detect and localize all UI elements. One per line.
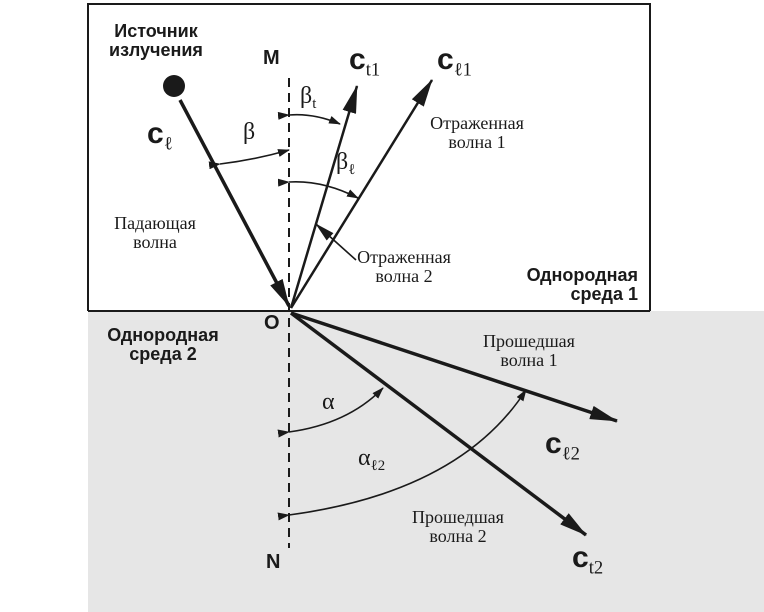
- medium-2-label: Однородная среда 2: [102, 326, 224, 364]
- incident-vector-letter: c: [147, 117, 164, 150]
- reflected-l-vector-sub: ℓ1: [454, 60, 472, 81]
- point-m-label: M: [263, 47, 280, 69]
- radiation-source-dot: [163, 75, 185, 97]
- source-label-line-1: Источник: [114, 21, 198, 41]
- angle-alpha-label: α: [322, 389, 335, 415]
- reflected-t-vector-letter: c: [349, 43, 366, 76]
- angle-arc-beta-l: [277, 178, 359, 199]
- incident-wave-label: Падающая волна: [100, 214, 210, 252]
- angle-alpha-l2-sub-1: ℓ: [370, 458, 378, 475]
- medium-1-label-line-1: Однородная: [526, 265, 638, 285]
- transmitted-wave-2-label: Прошедшая волна 2: [384, 508, 532, 546]
- reflected-wave-2-label-line-2: волна 2: [375, 265, 433, 286]
- medium-2-label-line-1: Однородная: [107, 325, 219, 345]
- reflected-wave-2-pointer: [315, 223, 357, 261]
- transmitted-wave-2-label-line-2: волна 2: [429, 525, 487, 546]
- medium-1-label: Однородная среда 1: [488, 266, 638, 304]
- angle-beta-l-label: βℓ: [336, 149, 356, 179]
- transmitted-wave-1-ray: [290, 311, 618, 423]
- angle-arc-beta-t: [277, 111, 341, 125]
- reflected-wave-1-label-line-2: волна 1: [448, 131, 506, 152]
- angle-beta-l-symbol: β: [336, 149, 349, 175]
- point-n-label: N: [266, 551, 281, 573]
- angle-alpha-l2-label: αℓ2: [358, 445, 386, 474]
- transmitted-wave-1-label-line-2: волна 1: [500, 349, 558, 370]
- transmitted-t-vector-letter: c: [572, 541, 589, 574]
- reflected-l-vector-letter: c: [437, 43, 454, 76]
- angle-beta-t-symbol: β: [300, 83, 313, 109]
- reflected-wave-1-ray: [289, 79, 434, 309]
- angle-alpha-l2-sub: ℓ2: [371, 458, 386, 474]
- medium-1-label-line-2: среда 1: [570, 283, 638, 304]
- reflected-wave-1-label-line-1: Отраженная: [430, 113, 524, 133]
- angle-alpha-l2-symbol: α: [358, 445, 371, 471]
- transmitted-t-vector-sub-2: 2: [593, 557, 604, 579]
- reflected-l-vector-label: cℓ1: [437, 43, 472, 80]
- angle-beta-t-sub: t: [312, 96, 317, 113]
- transmitted-t-vector-label: ct2: [572, 541, 603, 578]
- point-o-label: O: [264, 312, 280, 334]
- transmitted-wave-1-label-line-1: Прошедшая: [483, 331, 575, 351]
- incident-wave-label-line-2: волна: [133, 231, 177, 252]
- source-label-line-2: излучения: [109, 39, 203, 60]
- incident-vector-sub: ℓ: [163, 133, 173, 155]
- reflected-t-vector-sub: t1: [366, 60, 380, 81]
- angle-alpha-l2-sub-2: 2: [377, 458, 386, 475]
- angle-beta-label: β: [243, 119, 256, 145]
- medium-2-label-line-2: среда 2: [129, 343, 197, 364]
- reflected-l-vector-sub-1: ℓ: [453, 59, 463, 81]
- angle-beta-l-sub: ℓ: [348, 162, 356, 179]
- reflected-l-vector-sub-2: 1: [462, 59, 472, 81]
- angle-arc-alpha-l2: [277, 389, 527, 521]
- reflected-wave-1-label: Отраженная волна 1: [398, 114, 556, 152]
- source-label: Источник излучения: [100, 22, 212, 60]
- angle-beta-t-label: βt: [300, 83, 317, 113]
- reflected-t-vector-sub-1: t: [365, 59, 371, 81]
- transmitted-wave-2-label-line-1: Прошедшая: [412, 507, 504, 527]
- transmitted-l-vector-letter: c: [545, 427, 562, 460]
- incident-vector-label: cℓ: [147, 117, 173, 154]
- transmitted-l-vector-sub-1: ℓ: [561, 443, 571, 465]
- angle-arc-beta: [208, 149, 290, 170]
- transmitted-wave-1-label: Прошедшая волна 1: [466, 332, 592, 370]
- reflected-wave-2-label-line-1: Отраженная: [357, 247, 451, 267]
- reflected-t-vector-sub-2: 1: [370, 59, 381, 81]
- medium-1-frame: [87, 3, 651, 311]
- transmitted-l-vector-sub-2: 2: [570, 443, 580, 465]
- transmitted-l-vector-label: cℓ2: [545, 427, 580, 464]
- incident-wave-ray: [178, 99, 291, 307]
- transmitted-t-vector-sub-1: t: [588, 557, 594, 579]
- incident-wave-label-line-1: Падающая: [114, 213, 196, 233]
- transmitted-l-vector-sub: ℓ2: [562, 444, 580, 465]
- transmitted-t-vector-sub: t2: [589, 558, 603, 579]
- reflected-wave-2-label: Отраженная волна 2: [334, 248, 474, 286]
- reflected-t-vector-label: ct1: [349, 43, 380, 80]
